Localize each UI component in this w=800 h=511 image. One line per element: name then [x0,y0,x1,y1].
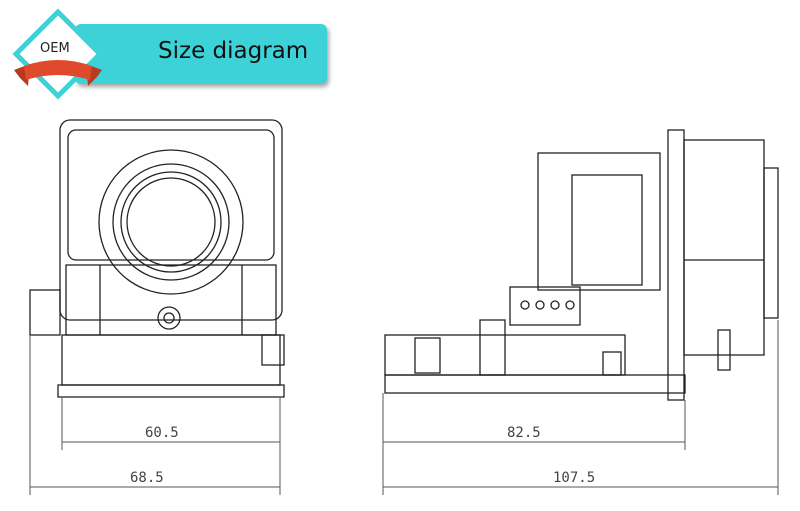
dimension-lines [29,320,779,495]
dim-side-inner: 82.5 [507,425,541,441]
dim-front-outer: 68.5 [130,470,164,486]
dim-side-outer: 107.5 [553,470,595,486]
badge-label: OEM [40,41,70,56]
front-view [29,119,285,398]
oem-badge-icon [12,8,104,100]
title-banner [75,24,327,84]
page-title: Size diagram [158,38,309,64]
dim-front-inner: 60.5 [145,425,179,441]
side-view [384,129,779,401]
